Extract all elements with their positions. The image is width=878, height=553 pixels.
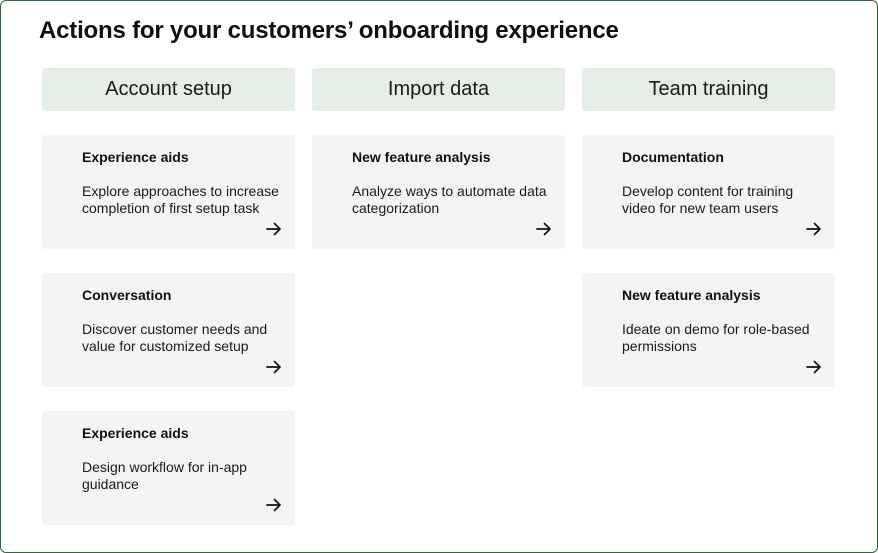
column-account-setup: Account setup Experience aids Explore ap…	[42, 68, 295, 549]
arrow-right-icon[interactable]	[805, 358, 823, 376]
action-card[interactable]: New feature analysis Ideate on demo for …	[582, 273, 835, 387]
card-description: Develop content for training video for n…	[622, 183, 794, 216]
action-card[interactable]: New feature analysis Analyze ways to aut…	[312, 135, 565, 249]
column-import-data: Import data New feature analysis Analyze…	[312, 68, 565, 273]
arrow-right-icon[interactable]	[535, 220, 553, 238]
card-list: New feature analysis Analyze ways to aut…	[312, 135, 565, 249]
action-card[interactable]: Experience aids Design workflow for in-a…	[42, 411, 295, 525]
card-title: New feature analysis	[622, 287, 761, 303]
card-description: Ideate on demo for role-based permission…	[622, 321, 810, 354]
column-header: Team training	[582, 68, 835, 111]
action-card[interactable]: Conversation Discover customer needs and…	[42, 273, 295, 387]
card-description: Analyze ways to automate data categoriza…	[352, 183, 547, 216]
action-card[interactable]: Experience aids Explore approaches to in…	[42, 135, 295, 249]
card-list: Experience aids Explore approaches to in…	[42, 135, 295, 525]
arrow-right-icon[interactable]	[265, 358, 283, 376]
card-description: Discover customer needs and value for cu…	[82, 321, 268, 354]
card-title: Conversation	[82, 287, 172, 303]
card-list: Documentation Develop content for traini…	[582, 135, 835, 387]
card-title: New feature analysis	[352, 149, 491, 165]
arrow-right-icon[interactable]	[265, 496, 283, 514]
card-description: Explore approaches to increase completio…	[82, 183, 279, 216]
column-header: Import data	[312, 68, 565, 111]
card-description: Design workflow for in-app guidance	[82, 459, 247, 492]
column-header: Account setup	[42, 68, 295, 111]
page-title: Actions for your customers’ onboarding e…	[39, 17, 619, 44]
card-title: Experience aids	[82, 425, 189, 441]
arrow-right-icon[interactable]	[265, 220, 283, 238]
column-team-training: Team training Documentation Develop cont…	[582, 68, 835, 411]
card-title: Experience aids	[82, 149, 189, 165]
action-card[interactable]: Documentation Develop content for traini…	[582, 135, 835, 249]
card-title: Documentation	[622, 149, 724, 165]
arrow-right-icon[interactable]	[805, 220, 823, 238]
